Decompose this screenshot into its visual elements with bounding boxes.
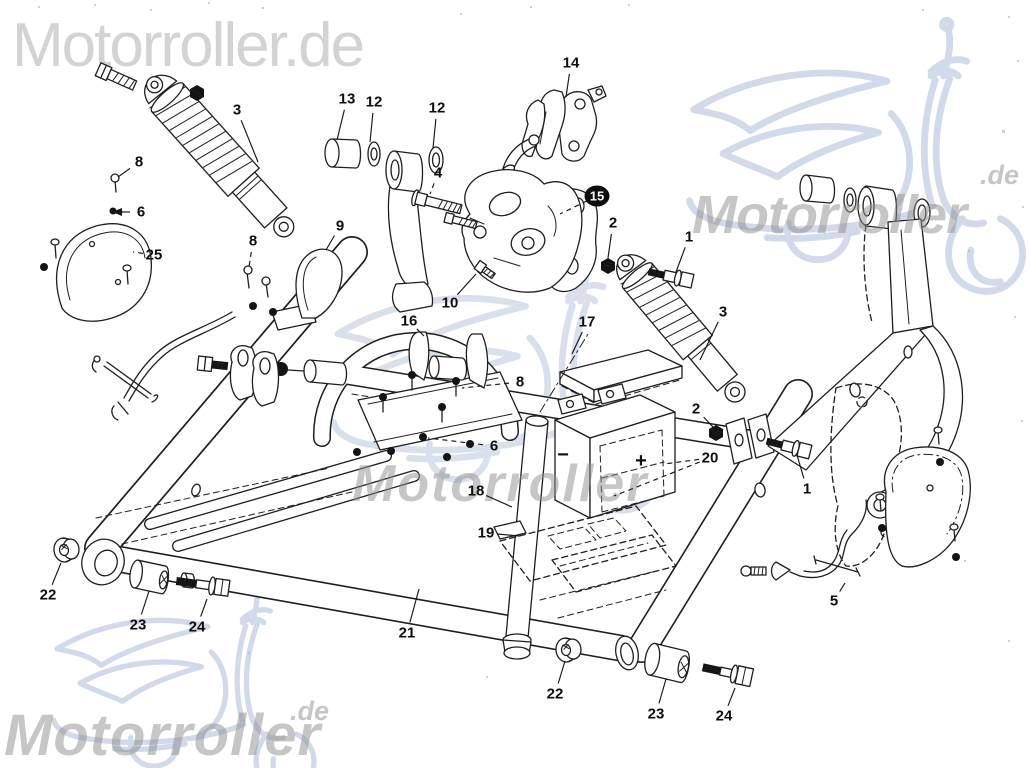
linkage-arm-left [324,138,444,313]
brake-pads [521,85,607,162]
linkage-11 [91,311,236,421]
mudguard-right [875,426,971,568]
panel-9 [295,248,343,319]
mudguard-left [40,173,152,322]
shock-absorber-left [94,62,295,238]
axle-set-right [555,637,755,688]
battery-minus-mark: − [557,444,569,466]
battery-plus-mark: + [635,450,647,472]
battery-tray-bracket [243,265,523,461]
breather-cable-5 [740,499,868,581]
battery: − + [554,383,676,519]
shock-top-bolt [94,62,138,91]
pad-pin-bolts [411,189,478,230]
